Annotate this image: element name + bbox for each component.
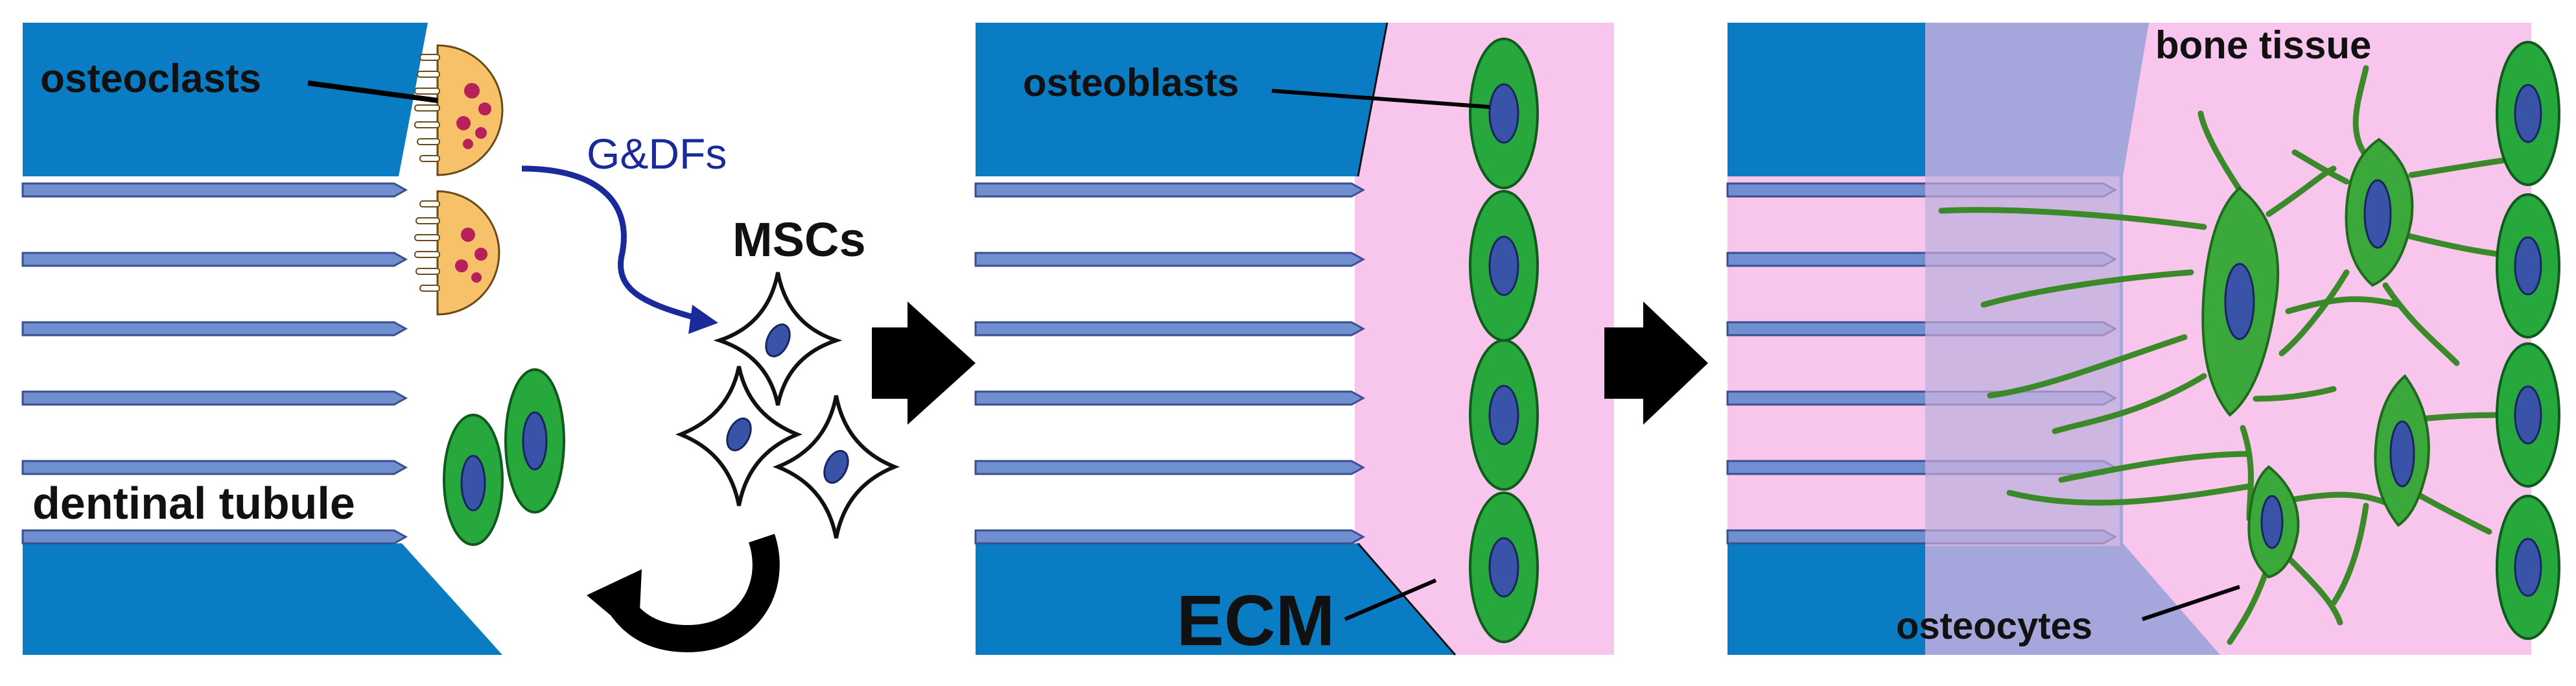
- tubule: [21, 182, 408, 198]
- osteoblasts-pointer: [1271, 89, 1490, 109]
- cycle-arrow: [609, 534, 780, 653]
- osteoblast-cell: [1469, 38, 1539, 189]
- osteoblast-column: [2496, 41, 2560, 640]
- tubule: [21, 321, 408, 337]
- panel-3: bone tissue osteocytes: [1726, 23, 2560, 655]
- osteoclasts-pointer: [307, 80, 438, 103]
- dentin-lower-block: [1727, 543, 1925, 655]
- osteocyte-cell: [2345, 137, 2414, 287]
- osteocyte-cell: [2374, 374, 2430, 527]
- msc-cells: [675, 272, 900, 539]
- tubule: [21, 252, 408, 267]
- dentin-lower-block: [23, 543, 502, 655]
- osteoblast-cell: [2496, 193, 2560, 338]
- tubule: [21, 390, 408, 406]
- step-arrow-1: [872, 302, 976, 425]
- tubule: [974, 529, 1366, 545]
- dentinal-tubules: [974, 182, 1366, 545]
- osteoblast-cell: [1469, 491, 1539, 643]
- dentin-upper-block: [23, 23, 428, 176]
- dentin-upper-block: [1727, 23, 1925, 176]
- osteoclasts-label: osteoclasts: [40, 56, 261, 101]
- panel-2: osteoblasts ECM: [974, 22, 1614, 661]
- osteocyte-cell: [2201, 186, 2280, 417]
- osteoclast-cell: [414, 190, 500, 316]
- tubule: [974, 321, 1366, 337]
- tubule: [974, 252, 1366, 267]
- osteocytes-label: osteocytes: [1896, 605, 2092, 647]
- msc-cell: [713, 272, 843, 406]
- msc-cell: [675, 366, 803, 506]
- gdfs-arrowhead: [688, 305, 718, 334]
- dentin-lower-block: [976, 543, 1455, 655]
- gdfs-label: G&DFs: [587, 130, 727, 178]
- dentin-upper-block: [976, 23, 1387, 176]
- tubule: [21, 529, 408, 545]
- gdfs-arrow: [521, 165, 701, 322]
- osteocyte-cell: [2247, 465, 2300, 579]
- osteoblasts-label: osteoblasts: [1023, 61, 1239, 104]
- osteoblast-cell: [1469, 190, 1539, 342]
- osteoblast-cell: [2496, 495, 2560, 640]
- panel-1: osteoclasts G&DFs MSCs: [21, 23, 900, 655]
- osteoblast-cell: [2496, 342, 2560, 488]
- osteocyte-bodies: [2201, 137, 2430, 579]
- osteoclast-cell: [414, 44, 504, 176]
- tubule: [974, 460, 1366, 475]
- bone-tissue-label: bone tissue: [2155, 23, 2371, 67]
- osteoblast-cell: [2496, 41, 2560, 186]
- mscs-label: MSCs: [732, 213, 866, 266]
- green-cell: [443, 414, 504, 546]
- precursor-cells: [443, 368, 565, 546]
- osteoblast-cell: [1469, 339, 1539, 491]
- cycle-arrowhead: [587, 569, 642, 639]
- tubule: [21, 460, 408, 475]
- osteocytes-pointer: [2142, 585, 2240, 621]
- ecm-label: ECM: [1177, 581, 1335, 661]
- msc-cell: [772, 395, 900, 539]
- green-cell: [504, 368, 565, 514]
- dentinal-tubule-label: dentinal tubule: [32, 478, 355, 528]
- osteoblast-column: [1469, 38, 1539, 643]
- tubule: [974, 390, 1366, 406]
- tubule: [974, 182, 1366, 198]
- dentinal-tubules: [21, 182, 408, 545]
- step-arrow-2: [1604, 302, 1708, 425]
- ecm-pointer: [1344, 578, 1437, 621]
- ecm-region: [1358, 23, 1614, 655]
